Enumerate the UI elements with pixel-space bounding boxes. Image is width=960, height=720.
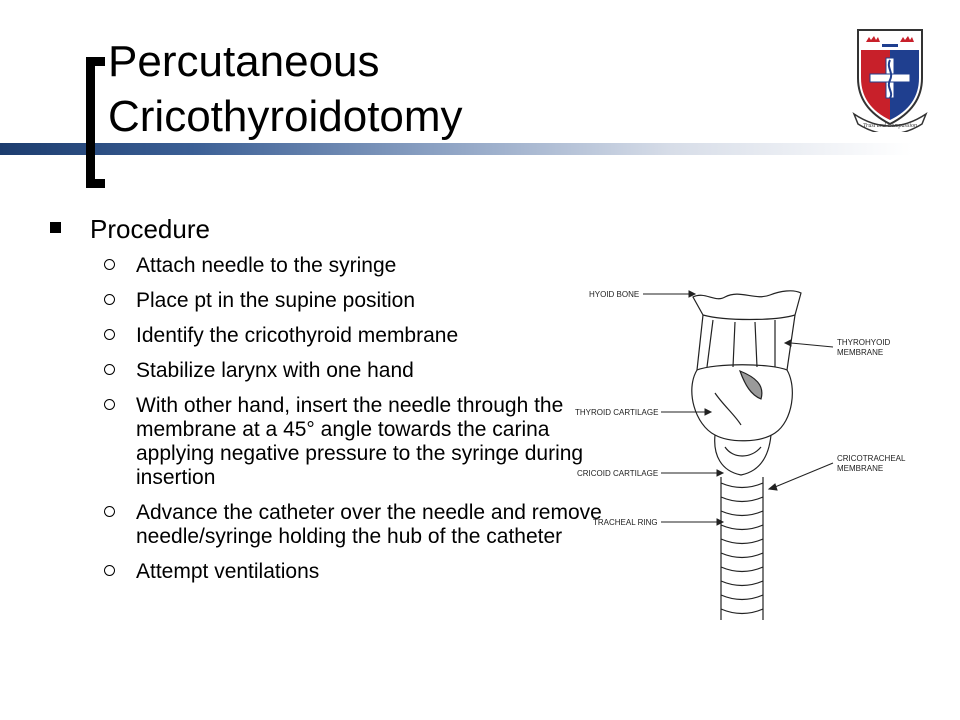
list-item: Place pt in the supine position — [46, 289, 566, 313]
list-item: With other hand, insert the needle throu… — [46, 394, 586, 490]
title-bracket — [86, 57, 105, 188]
slide-title-line1: Percutaneous — [108, 37, 380, 86]
slide-title-line2: Cricothyroidotomy — [108, 92, 463, 141]
ring-bullet-icon — [104, 259, 115, 270]
slide-body: Procedure Attach needle to the syringe P… — [46, 212, 602, 595]
ring-bullet-icon — [104, 399, 115, 410]
label-tracheal-ring: TRACHEAL RING — [593, 518, 658, 527]
ring-bullet-icon — [104, 565, 115, 576]
label-hyoid-bone: HYOID BONE — [589, 290, 639, 299]
list-item: Stabilize larynx with one hand — [46, 359, 566, 383]
larynx-illustration — [691, 290, 802, 620]
label-cricoid-cartilage: CRICOID CARTILAGE — [577, 469, 658, 478]
label-thyrohyoid-2: MEMBRANE — [837, 348, 883, 357]
slide-title: Percutaneous Cricothyroidotomy — [108, 34, 748, 144]
section-heading-item: Procedure — [46, 212, 566, 246]
ring-bullet-icon — [104, 364, 115, 375]
larynx-diagram: HYOID BONE THYROHYOID MEMBRANE THYROID C… — [575, 290, 906, 620]
motto-ribbon — [852, 112, 928, 132]
label-thyrohyoid-1: THYROHYOID — [837, 338, 891, 347]
maple-leaf-icon — [866, 36, 880, 42]
label-thyroid-cartilage: THYROID CARTILAGE — [575, 408, 658, 417]
ring-bullet-icon — [104, 294, 115, 305]
motto-text: Trust and Compassion — [863, 123, 917, 129]
list-item: Identify the cricothyroid membrane — [46, 324, 566, 348]
list-item: Advance the catheter over the needle and… — [46, 501, 606, 549]
section-heading: Procedure — [90, 214, 210, 244]
maple-leaf-icon — [900, 36, 914, 42]
procedure-steps: Attach needle to the syringe Place pt in… — [46, 254, 602, 584]
label-cricotracheal-2: MEMBRANE — [837, 464, 883, 473]
title-underline-bar — [0, 143, 960, 155]
crest-logo: Trust and Compassion — [852, 29, 928, 132]
list-item: Attempt ventilations — [46, 560, 566, 584]
square-bullet-icon — [50, 222, 61, 233]
ring-bullet-icon — [104, 329, 115, 340]
list-item: Attach needle to the syringe — [46, 254, 566, 278]
label-cricotracheal-1: CRICOTRACHEAL — [837, 454, 906, 463]
book-icon — [882, 44, 898, 47]
ring-bullet-icon — [104, 506, 115, 517]
